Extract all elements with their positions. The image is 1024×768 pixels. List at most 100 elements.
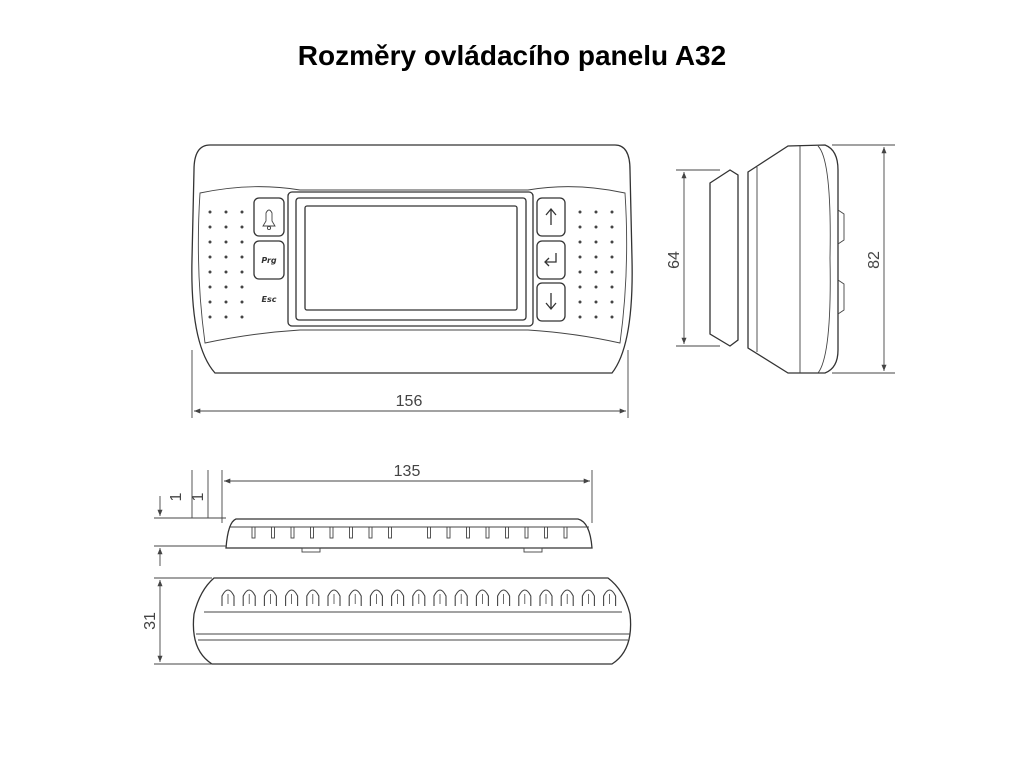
vent-slot bbox=[271, 526, 275, 539]
cover-tab-left bbox=[301, 547, 321, 553]
front-inner-bezel bbox=[197, 186, 628, 344]
vent-arch bbox=[306, 589, 320, 606]
grille-dot bbox=[208, 300, 212, 304]
enter-icon bbox=[544, 253, 557, 267]
side-view: 64 82 bbox=[666, 144, 895, 374]
vent-arch bbox=[391, 589, 405, 606]
vent-slot bbox=[388, 526, 392, 539]
display-frame bbox=[287, 191, 534, 327]
cover-top-strip bbox=[225, 518, 593, 549]
grille-dot bbox=[610, 240, 614, 244]
vent-arch bbox=[263, 589, 277, 606]
grille-dot bbox=[240, 300, 244, 304]
vent-slot bbox=[485, 526, 490, 539]
grille-dot bbox=[224, 285, 228, 289]
esc-button-label[interactable]: Esc bbox=[262, 295, 277, 304]
vent-slot bbox=[563, 526, 568, 539]
grille-dot bbox=[578, 210, 582, 214]
grille-dot bbox=[240, 255, 244, 259]
vent-arch bbox=[497, 589, 511, 606]
up-button[interactable] bbox=[536, 197, 566, 237]
vent-slot bbox=[349, 526, 353, 539]
grille-dot bbox=[610, 315, 614, 319]
grille-dot bbox=[594, 315, 598, 319]
vent-slot bbox=[310, 526, 314, 539]
grille-dot bbox=[208, 315, 212, 319]
vent-slot bbox=[544, 526, 548, 539]
bell-icon bbox=[262, 209, 276, 231]
grille-dot bbox=[594, 285, 598, 289]
vent-slot bbox=[446, 526, 451, 539]
grille-dot bbox=[578, 255, 582, 259]
vent-slot bbox=[427, 526, 431, 539]
vent-arch bbox=[242, 589, 256, 606]
grille-dot bbox=[610, 300, 614, 304]
dim-offset-label-b: 1 bbox=[190, 492, 207, 501]
vent-arch bbox=[348, 589, 362, 606]
grille-dot bbox=[594, 300, 598, 304]
dim-135-label: 135 bbox=[394, 463, 421, 480]
dim-31-label: 31 bbox=[142, 612, 159, 630]
down-button[interactable] bbox=[536, 282, 566, 322]
vent-arch bbox=[454, 589, 468, 606]
grille-dot bbox=[594, 225, 598, 229]
vent-arch bbox=[327, 589, 341, 606]
grille-dot bbox=[240, 240, 244, 244]
vent-arch bbox=[412, 589, 426, 606]
vent-arch bbox=[518, 589, 532, 606]
grille-dot bbox=[224, 315, 228, 319]
speaker-grille-right bbox=[578, 210, 614, 319]
vent-slot bbox=[368, 526, 373, 539]
side-clips bbox=[837, 209, 845, 315]
vent-arch bbox=[603, 589, 617, 606]
grille-dot bbox=[594, 255, 598, 259]
dim-width-label: 156 bbox=[396, 393, 423, 410]
grille-dot bbox=[224, 240, 228, 244]
grille-dot bbox=[224, 225, 228, 229]
speaker-grille-left bbox=[208, 210, 244, 319]
grille-dot bbox=[610, 285, 614, 289]
grille-dot bbox=[224, 255, 228, 259]
dim-offset-label-a: 1 bbox=[168, 492, 185, 501]
display-bezel bbox=[295, 197, 527, 321]
grille-dot bbox=[578, 270, 582, 274]
vent-slot bbox=[505, 526, 509, 539]
body-bottom-lines bbox=[196, 611, 630, 641]
enter-button[interactable] bbox=[536, 240, 566, 280]
vent-arch bbox=[581, 589, 595, 606]
grille-dot bbox=[224, 270, 228, 274]
grille-dot bbox=[240, 225, 244, 229]
prg-button[interactable] bbox=[253, 240, 285, 280]
vent-arch bbox=[285, 589, 299, 606]
cover-tab-right bbox=[523, 547, 543, 553]
grille-dot bbox=[224, 300, 228, 304]
grille-dot bbox=[208, 285, 212, 289]
grille-dot bbox=[578, 225, 582, 229]
front-outer-body bbox=[191, 144, 633, 374]
arrow-down-icon bbox=[545, 293, 557, 311]
display-screen bbox=[304, 205, 518, 311]
vent-slot bbox=[524, 526, 529, 539]
grille-dot bbox=[240, 270, 244, 274]
prg-button-label: Prg bbox=[261, 256, 277, 265]
vent-arch bbox=[560, 589, 574, 606]
alarm-button[interactable] bbox=[253, 197, 285, 237]
vent-slot bbox=[466, 526, 470, 539]
grille-dot bbox=[224, 210, 228, 214]
vent-slot bbox=[290, 526, 295, 539]
grille-dot bbox=[240, 285, 244, 289]
bottom-views: 135 1 1 31 bbox=[142, 463, 632, 665]
grille-dot bbox=[610, 225, 614, 229]
grille-dot bbox=[610, 210, 614, 214]
side-body-edge bbox=[756, 145, 831, 374]
body-vent-arches bbox=[221, 589, 617, 606]
grille-dot bbox=[208, 225, 212, 229]
vent-arch bbox=[539, 589, 553, 606]
dim-82-label: 82 bbox=[866, 251, 883, 269]
vent-arch bbox=[433, 589, 447, 606]
vent-slot bbox=[329, 526, 334, 539]
grille-dot bbox=[208, 255, 212, 259]
grille-dot bbox=[594, 270, 598, 274]
vent-slot bbox=[251, 526, 256, 539]
